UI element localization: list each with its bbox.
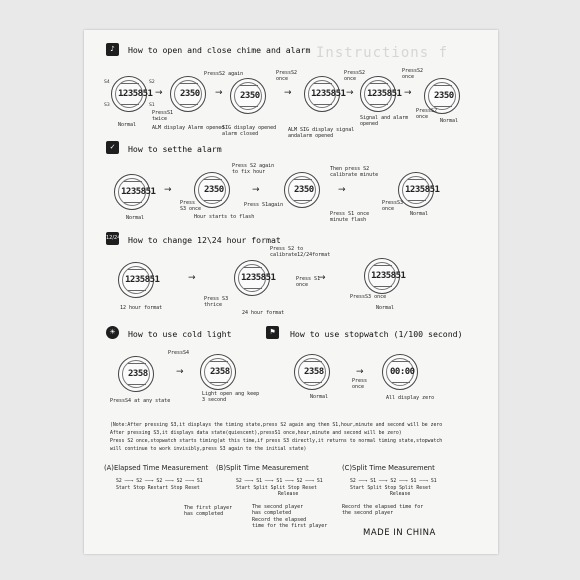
watch-diagram: 1235851 <box>111 76 153 112</box>
step-label: Press S2 again to fix hour <box>232 163 275 176</box>
button-label: S2 <box>149 80 155 85</box>
arrow-icon: → <box>404 88 412 98</box>
instruction-sheet: Instructions f ♪ How to open and close c… <box>84 30 498 554</box>
measure-note: Record the elapsed time for the second p… <box>342 504 424 517</box>
step-label: PressS4 at any state <box>110 398 171 404</box>
step-label: Normal <box>376 305 395 311</box>
measure-heading-c: (C)Split Time Measurement <box>342 464 435 472</box>
step-label: Normal <box>440 118 459 124</box>
section-title-chime: How to open and close chime and alarm <box>128 45 311 55</box>
step-label: Press S3 thrice <box>204 296 229 309</box>
step-label: Press once <box>352 378 368 391</box>
step-label: PressS3 once <box>350 294 387 300</box>
sequence-release: Release <box>278 492 299 497</box>
watch-diagram: 2358 <box>200 354 236 390</box>
watch-diagram: 2350 <box>284 172 320 208</box>
step-label: PressS4 <box>168 350 190 356</box>
button-label: S1 <box>149 103 155 108</box>
watch-diagram: 1235851 <box>398 172 440 208</box>
measure-note: The second player has completed Record t… <box>252 504 328 529</box>
step-label: Signal and alarm opened <box>360 115 409 128</box>
measure-heading-a: (A)Elapsed Time Measurement <box>104 464 209 472</box>
step-label: Press S1 once minute flash <box>330 211 370 224</box>
watermark-text: Instructions f <box>316 45 449 61</box>
measure-note: The first player has completed <box>184 505 233 518</box>
watch-diagram: 2350 <box>230 78 266 114</box>
step-label: Then press S2 calibrate minute <box>330 166 379 179</box>
arrow-icon: → <box>155 88 163 98</box>
arrow-icon: → <box>215 88 223 98</box>
section-title-light: How to use cold light <box>128 329 232 339</box>
sequence-keys: S2 ——→ S1 ——→ S2 ——→ S1 ——→ S1 <box>350 479 437 484</box>
step-label: 12 hour format <box>120 305 163 311</box>
watch-diagram: 1235851 <box>304 76 346 112</box>
watch-diagram: 2358 <box>294 354 330 390</box>
step-label: PressS2 once <box>416 108 438 121</box>
step-label: Normal <box>410 211 429 217</box>
note-line: (Note:After pressing S3,it displays the … <box>110 423 443 428</box>
arrow-icon: → <box>356 367 364 377</box>
step-label: Normal <box>126 215 145 221</box>
watch-diagram: 1235851 <box>364 258 406 294</box>
step-label: SIG display opened alarm closed <box>222 125 277 138</box>
step-label: Light open ang keep 3 second <box>202 391 260 404</box>
section-title-alarm: How to setthe alarm <box>128 144 222 154</box>
watch-diagram: 1235851 <box>114 174 156 210</box>
step-label: Normal <box>118 122 137 128</box>
watch-diagram: 2350 <box>424 78 460 114</box>
step-label: PressS2 once <box>344 70 366 83</box>
light-icon: ☀ <box>106 326 119 339</box>
measure-heading-b: (B)Split Time Measurement <box>216 464 309 472</box>
sequence-release: Release <box>390 492 411 497</box>
made-in-china: MADE IN CHINA <box>363 528 436 538</box>
step-label: Press S2 to calibrate12/24format <box>270 246 331 259</box>
watch-diagram: 2350 <box>194 172 230 208</box>
runner-icon: ⚑ <box>266 326 279 339</box>
sequence-labels: Start Split Stop Split Reset <box>350 486 431 491</box>
arrow-icon: → <box>338 185 346 195</box>
arrow-icon: → <box>176 367 184 377</box>
watch-diagram: 1235851 <box>234 260 276 296</box>
watch-diagram: 1235851 <box>118 262 160 298</box>
arrow-icon: → <box>252 185 260 195</box>
arrow-icon: → <box>284 88 292 98</box>
step-label: ALM display Alarm opened <box>152 125 225 131</box>
sequence-keys: S2 ——→ S2 ——→ S2 ——→ S2 ——→ S1 <box>116 479 203 484</box>
step-label: PressS1 twice <box>152 110 174 123</box>
step-label: PressS2 again <box>204 71 244 77</box>
step-label: 24 hour format <box>242 310 285 316</box>
note-line: After pressing S3,it displays data state… <box>110 431 402 436</box>
step-label: Normal <box>310 394 329 400</box>
step-label: All display zero <box>386 395 435 401</box>
step-label: Press S1 once <box>296 276 321 289</box>
watch-diagram: 2358 <box>118 356 154 392</box>
sequence-labels: Start Split Split Stop Reset <box>236 486 317 491</box>
sequence-labels: Start Stop Restart Stop Reset <box>116 486 200 491</box>
step-label: PressS2 once <box>402 68 424 81</box>
arrow-icon: → <box>164 185 172 195</box>
step-label: Press S3 once <box>180 200 202 213</box>
step-label: PressS3 once <box>382 200 404 213</box>
section-title-stopwatch: How to use stopwatch (1/100 second) <box>290 329 463 339</box>
step-label: PressS2 once <box>276 70 298 83</box>
watch-diagram: 1235851 <box>360 76 402 112</box>
button-label: S3 <box>104 103 110 108</box>
section-title-format: How to change 12\24 hour format <box>128 235 281 245</box>
format-icon: 12/24 <box>106 232 120 245</box>
sequence-keys: S2 ——→ S1 ——→ S1 ——→ S2 ——→ S1 <box>236 479 323 484</box>
arrow-icon: → <box>188 273 196 283</box>
note-line: will continue to work invisibly,press S3… <box>110 447 307 452</box>
watch-diagram: 2350 <box>170 76 206 112</box>
step-label: Hour starts to flash <box>194 214 255 220</box>
step-label: Press S1again <box>244 202 284 208</box>
arrow-icon: → <box>346 88 354 98</box>
step-label: ALM SIG display signal andalarm opened <box>288 127 355 140</box>
note-line: Press S2 once,stopwatch starts timing(at… <box>110 439 443 444</box>
arrow-icon: → <box>318 273 326 283</box>
button-label: S4 <box>104 80 110 85</box>
watch-diagram: 00:00 <box>382 354 418 390</box>
bell-icon: ✓ <box>106 141 119 154</box>
chime-icon: ♪ <box>106 43 119 56</box>
